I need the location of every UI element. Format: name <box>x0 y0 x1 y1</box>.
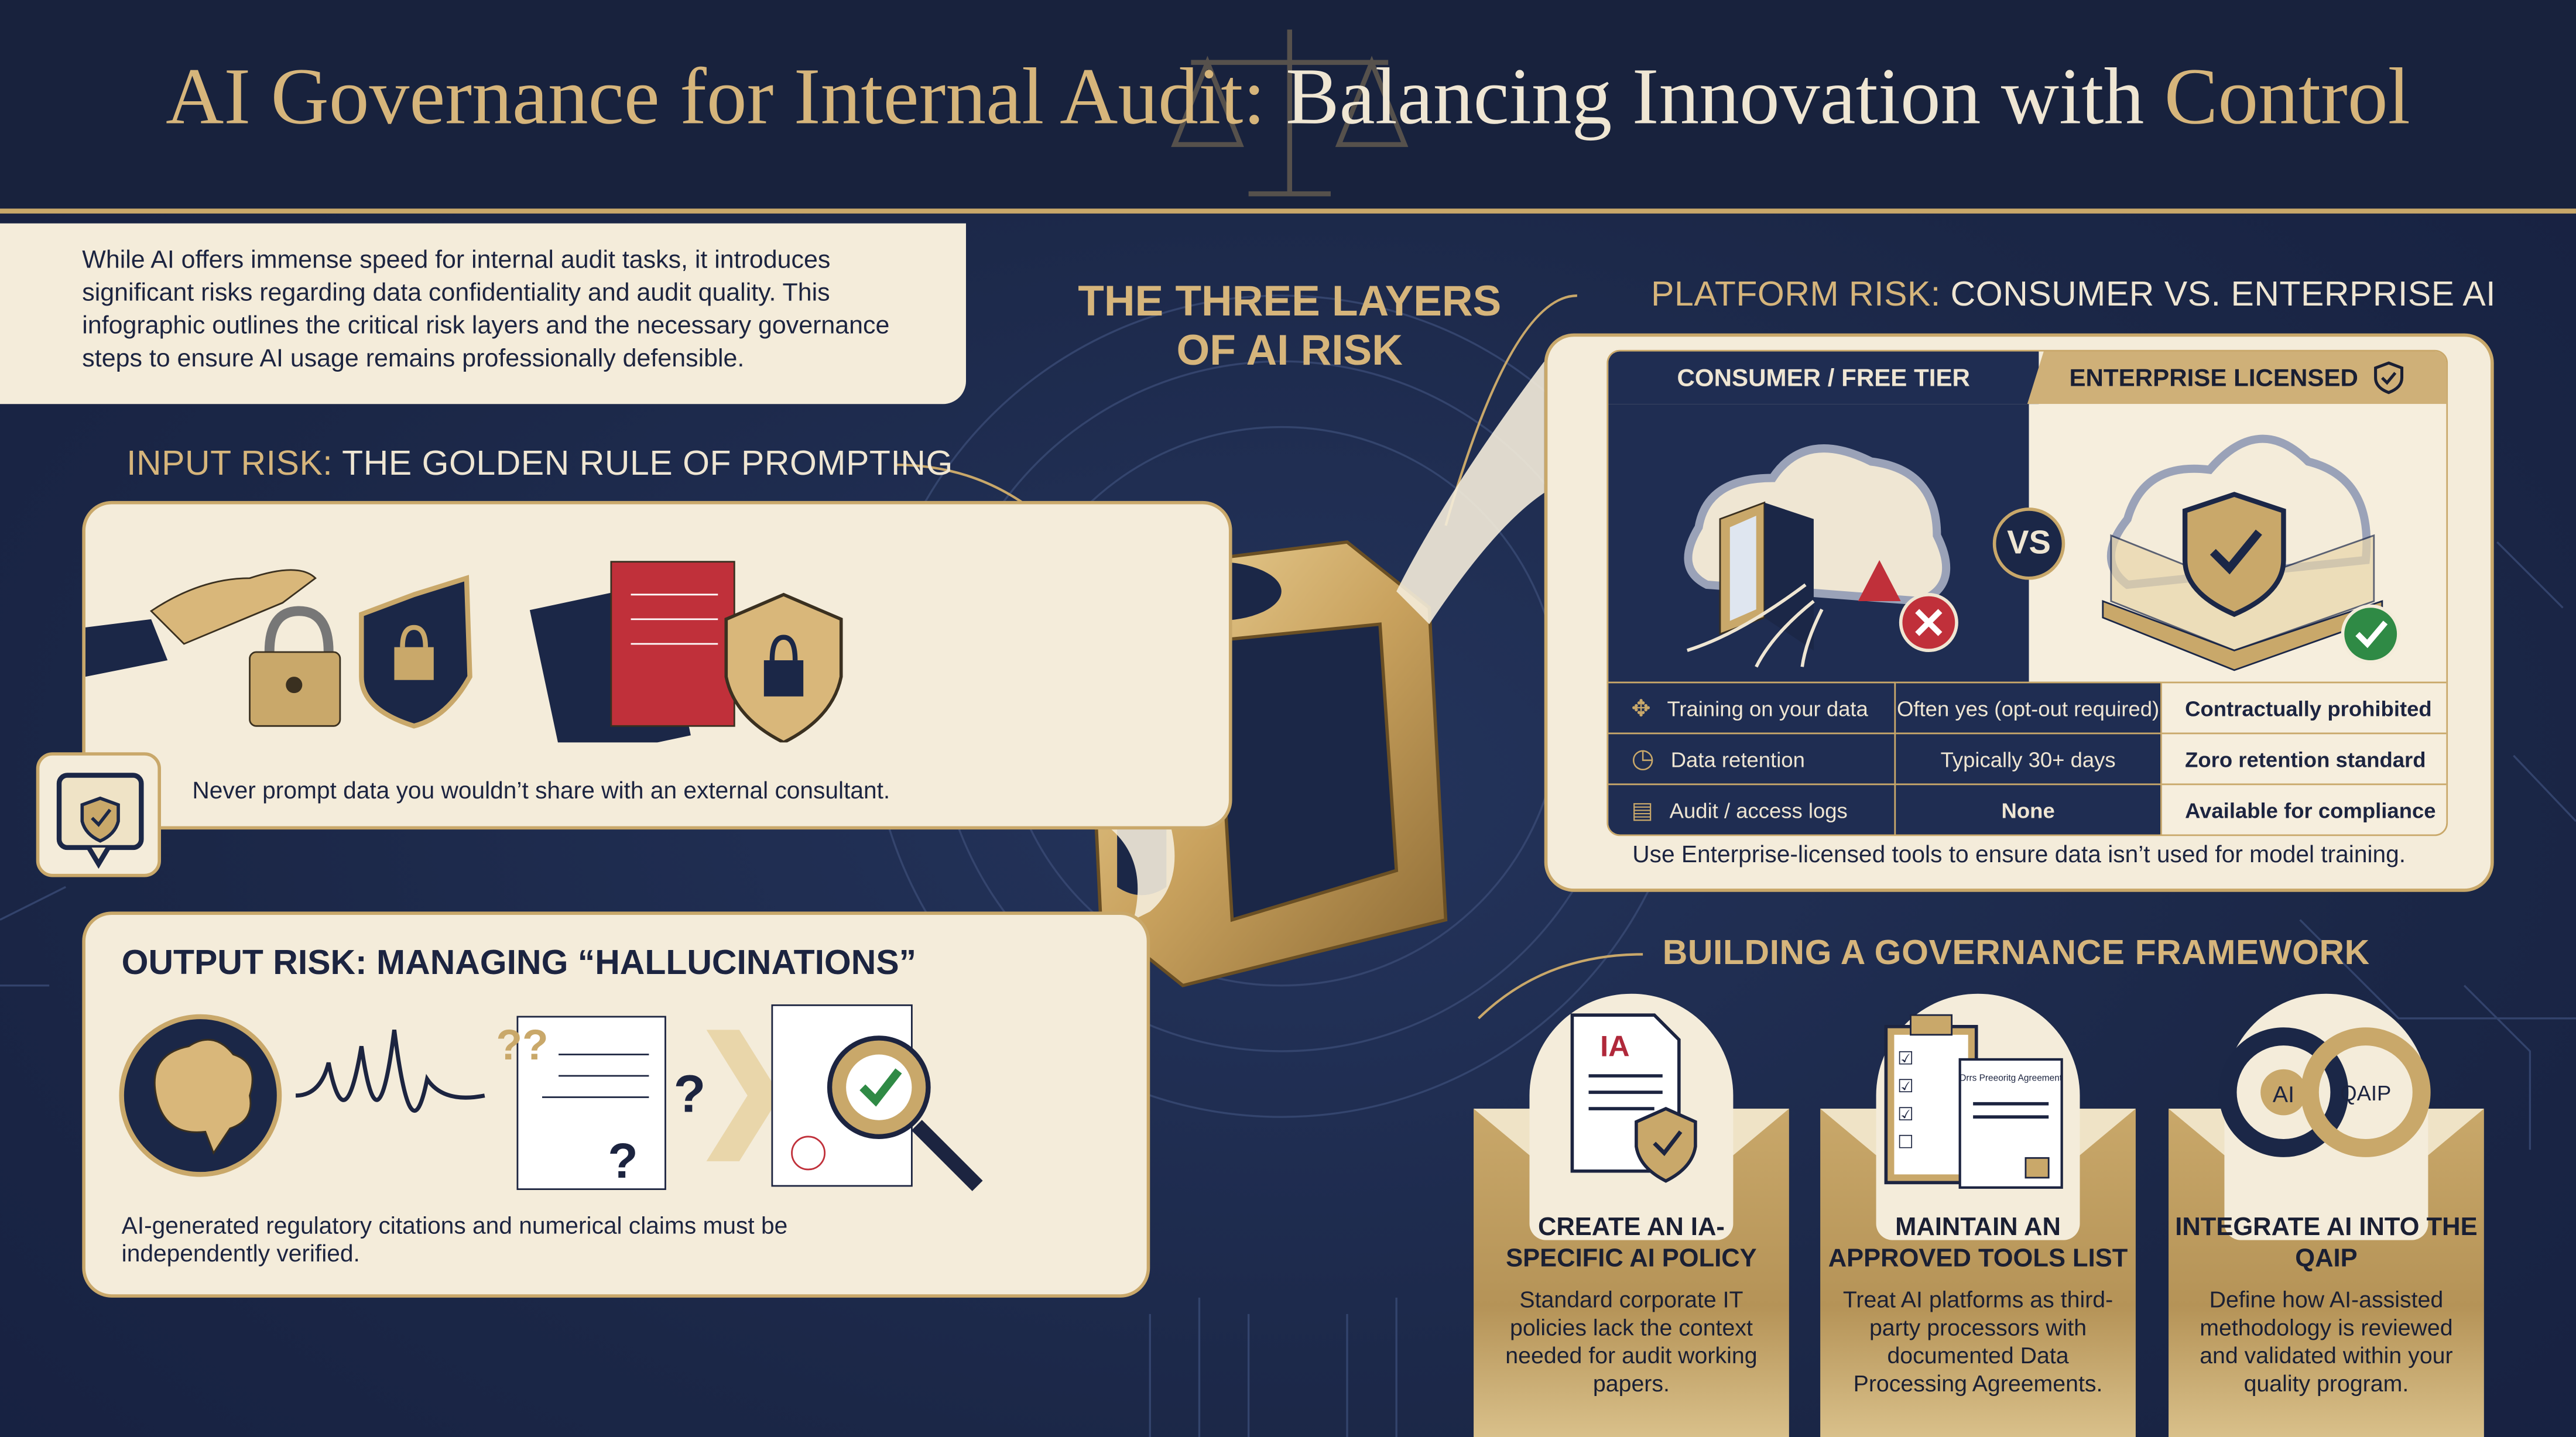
intro-text: While AI offers immense speed for intern… <box>0 223 966 404</box>
vs-badge: VS <box>1992 507 2065 580</box>
confidential-documents-shield-icon <box>529 561 843 743</box>
ai-chip-icon: ✥ <box>1631 694 1651 721</box>
svg-text:IA: IA <box>1600 1029 1630 1062</box>
shield-check-icon <box>2375 361 2404 395</box>
svg-text:☑: ☑ <box>1897 1076 1914 1096</box>
row-label-cell: ◷ Data retention <box>1608 732 1896 784</box>
enterprise-header: ENTERPRISE LICENSED <box>2027 351 2447 404</box>
consumer-value: Typically 30+ days <box>1896 732 2162 784</box>
shield-lock-icon <box>359 575 472 729</box>
clock-icon: ◷ <box>1631 745 1654 774</box>
enterprise-value: Zoro retention standard <box>2161 732 2447 784</box>
output-risk-panel: OUTPUT RISK: MANAGING “HALLUCINATIONS” ?… <box>82 911 1150 1298</box>
consumer-value: Often yes (opt-out required) <box>1896 681 2162 733</box>
card-body: Standard corporate IT policies lack the … <box>1505 1286 1758 1397</box>
svg-text:?: ? <box>674 1065 706 1124</box>
card-title: MAINTAIN AN APPROVED TOOLS LIST <box>1828 1213 2128 1273</box>
platform-comparison-table: CONSUMER / FREE TIER ENTERPRISE LICENSED <box>1606 349 2448 836</box>
row-label: Audit / access logs <box>1669 797 1848 822</box>
enterprise-header-label: ENTERPRISE LICENSED <box>2069 363 2358 392</box>
hand-locking-padlock-icon <box>85 569 341 727</box>
output-risk-heading: OUTPUT RISK: MANAGING “HALLUCINATIONS” <box>121 944 917 983</box>
platform-footer: Use Enterprise-licensed tools to ensure … <box>1632 842 2406 869</box>
center-heading-line2: OF AI RISK <box>1176 325 1403 375</box>
svg-text:☐: ☐ <box>1897 1131 1914 1152</box>
svg-text:??: ?? <box>496 1021 548 1069</box>
input-risk-panel: Never prompt data you wouldn’t share wit… <box>82 500 1232 830</box>
input-risk-heading: INPUT RISK: THE GOLDEN RULE OF PROMPTING <box>126 445 953 484</box>
svg-text:?: ? <box>608 1133 638 1188</box>
platform-heading-key: PLATFORM RISK: <box>1651 276 1941 314</box>
consumer-header: CONSUMER / FREE TIER <box>1608 351 2039 404</box>
row-label: Training on your data <box>1667 695 1868 721</box>
title-part-3: Control <box>2164 50 2410 142</box>
ai-qaip-infinity-loop-icon: AI QAIP <box>2218 1027 2431 1157</box>
input-heading-rest: THE GOLDEN RULE OF PROMPTING <box>333 445 953 483</box>
uncertain-document-icon: ???? <box>496 1016 706 1191</box>
clipboard-agreement-icon: ☑ ☑ ☑ ☐ Drrs Preeoritg Agreement <box>1884 1014 2063 1189</box>
waveform-icon <box>295 1029 485 1113</box>
log-document-icon: ▤ <box>1631 795 1653 822</box>
framework-card-tools-list: ☑ ☑ ☑ ☐ Drrs Preeoritg Agreement MAINTAIN AN… <box>1820 993 2136 1437</box>
center-heading-line1: THE THREE LAYERS <box>1078 276 1502 325</box>
row-label-cell: ▤ Audit / access logs <box>1608 783 1896 835</box>
framework-card-policy: IA CREATE AN IA-SPECIFIC AI POLICY Stand… <box>1474 993 1789 1437</box>
card-title: INTEGRATE AI INTO THE QAIP <box>2175 1213 2478 1273</box>
framework-card-qaip: AI QAIP INTEGRATE AI INTO THE QAIP Define… <box>2169 993 2484 1437</box>
svg-text:Drrs Preeoritg Agreement: Drrs Preeoritg Agreement <box>1960 1073 2063 1083</box>
table-row: ◷ Data retention Typically 30+ days Zoro … <box>1608 732 2447 784</box>
title-bar <box>0 0 2576 214</box>
verified-document-magnifier-icon <box>771 1004 983 1191</box>
svg-text:QAIP: QAIP <box>2340 1081 2391 1105</box>
card-body: Treat AI platforms as third-party proces… <box>1842 1286 2113 1397</box>
svg-text:AI: AI <box>2273 1082 2294 1107</box>
input-caption: Never prompt data you wouldn’t share wit… <box>192 778 890 805</box>
title-part-1: AI Governance for Internal Audit: <box>166 50 1266 142</box>
fortified-cloud-shield-icon <box>2102 434 2400 671</box>
page-title: AI Governance for Internal Audit: Balanc… <box>0 49 2576 143</box>
framework-heading: BUILDING A GOVERNANCE FRAMEWORK <box>1662 934 2370 973</box>
chat-shield-icon <box>56 773 144 869</box>
card-title: CREATE AN IA-SPECIFIC AI POLICY <box>1506 1213 1757 1273</box>
table-row: ▤ Audit / access logs None Available for … <box>1608 783 2447 835</box>
platform-risk-heading: PLATFORM RISK: CONSUMER VS. ENTERPRISE A… <box>1651 276 2496 315</box>
platform-heading-rest: CONSUMER VS. ENTERPRISE AI <box>1940 276 2496 314</box>
brain-icon <box>119 1014 282 1177</box>
row-label-cell: ✥ Training on your data <box>1608 681 1896 733</box>
input-heading-key: INPUT RISK: <box>126 445 333 483</box>
row-label: Data retention <box>1670 746 1805 771</box>
policy-document-shield-icon: IA <box>1570 1013 1697 1183</box>
enterprise-illustration-area <box>2029 404 2447 682</box>
consumer-illustration-area <box>1608 404 2029 682</box>
output-risk-illustrations: ???? <box>119 1004 983 1191</box>
title-part-2: Balancing Innovation with <box>1265 50 2164 142</box>
table-row: ✥ Training on your data Often yes (opt-ou… <box>1608 681 2447 733</box>
enterprise-value: Contractually prohibited <box>2161 681 2447 733</box>
svg-text:☑: ☑ <box>1897 1048 1914 1068</box>
enterprise-value: Available for compliance <box>2161 783 2447 835</box>
scales-of-justice-icon <box>1171 29 1409 197</box>
svg-text:☑: ☑ <box>1897 1104 1914 1124</box>
consumer-value: None <box>1896 783 2162 835</box>
card-body: Define how AI-assisted methodology is re… <box>2200 1286 2453 1397</box>
chat-shield-badge <box>36 752 161 877</box>
input-risk-illustrations <box>85 561 843 743</box>
open-cloud-door-leak-icon <box>1684 444 1958 668</box>
output-caption: AI-generated regulatory citations and nu… <box>121 1213 788 1268</box>
comparison-rows: ✥ Training on your data Often yes (opt-ou… <box>1608 681 2447 835</box>
